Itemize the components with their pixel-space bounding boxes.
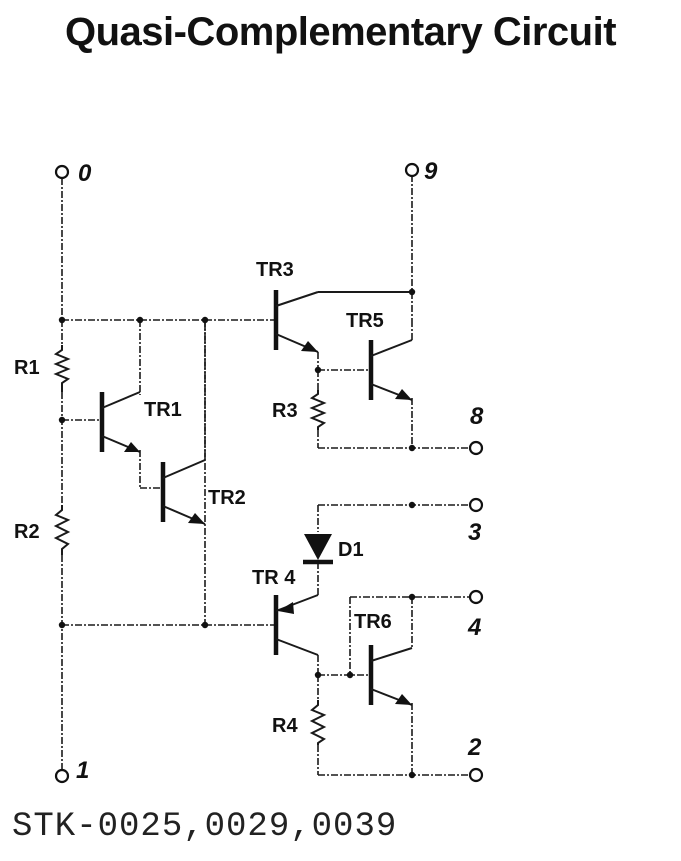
terminal-3-label: 3: [468, 519, 482, 546]
terminal-4-pin: [468, 589, 484, 605]
diagram-title: Quasi-Complementary Circuit: [64, 10, 617, 54]
tr4-label: TR 4: [252, 567, 296, 589]
r4-label: R4: [272, 715, 298, 737]
terminal-8-pin: [468, 440, 484, 456]
wires: [61, 175, 470, 776]
transistor-tr1: [99, 391, 141, 453]
junction-dots: [58, 288, 416, 779]
terminal-2-label: 2: [467, 734, 482, 761]
terminal-0-label: 0: [78, 160, 92, 187]
transistor-tr4: [273, 594, 319, 656]
terminal-8-label: 8: [470, 403, 484, 430]
terminal-4-label: 4: [467, 614, 481, 641]
terminal-1-label: 1: [76, 757, 89, 784]
tr1-label: TR1: [144, 399, 182, 421]
transistor-tr5: [368, 320, 413, 401]
r3-label: R3: [272, 400, 298, 422]
transistor-tr3: [273, 290, 319, 353]
terminal-3-pin: [468, 497, 484, 513]
r2-label: R2: [14, 521, 40, 543]
terminal-0-pin: [54, 164, 70, 180]
tr3-label: TR3: [256, 259, 294, 281]
resistor-r1: [53, 345, 71, 392]
tr5-label: TR5: [346, 310, 384, 332]
d1-label: D1: [338, 539, 364, 561]
transistor-tr6: [368, 645, 413, 706]
tr2-label: TR2: [208, 487, 246, 509]
terminal-2-pin: [468, 767, 484, 783]
transistor-tr2: [160, 459, 206, 525]
terminal-1-pin: [54, 768, 70, 784]
resistor-r4: [309, 700, 327, 745]
tr6-label: TR6: [354, 611, 392, 633]
part-number-caption: STK-0025,0029,0039: [12, 808, 398, 846]
resistor-r2: [53, 505, 71, 555]
terminal-9-pin: [404, 162, 420, 178]
r1-label: R1: [14, 357, 40, 379]
resistor-r3: [309, 390, 327, 430]
terminal-9-label: 9: [424, 158, 438, 185]
diode-d1: [303, 534, 333, 565]
